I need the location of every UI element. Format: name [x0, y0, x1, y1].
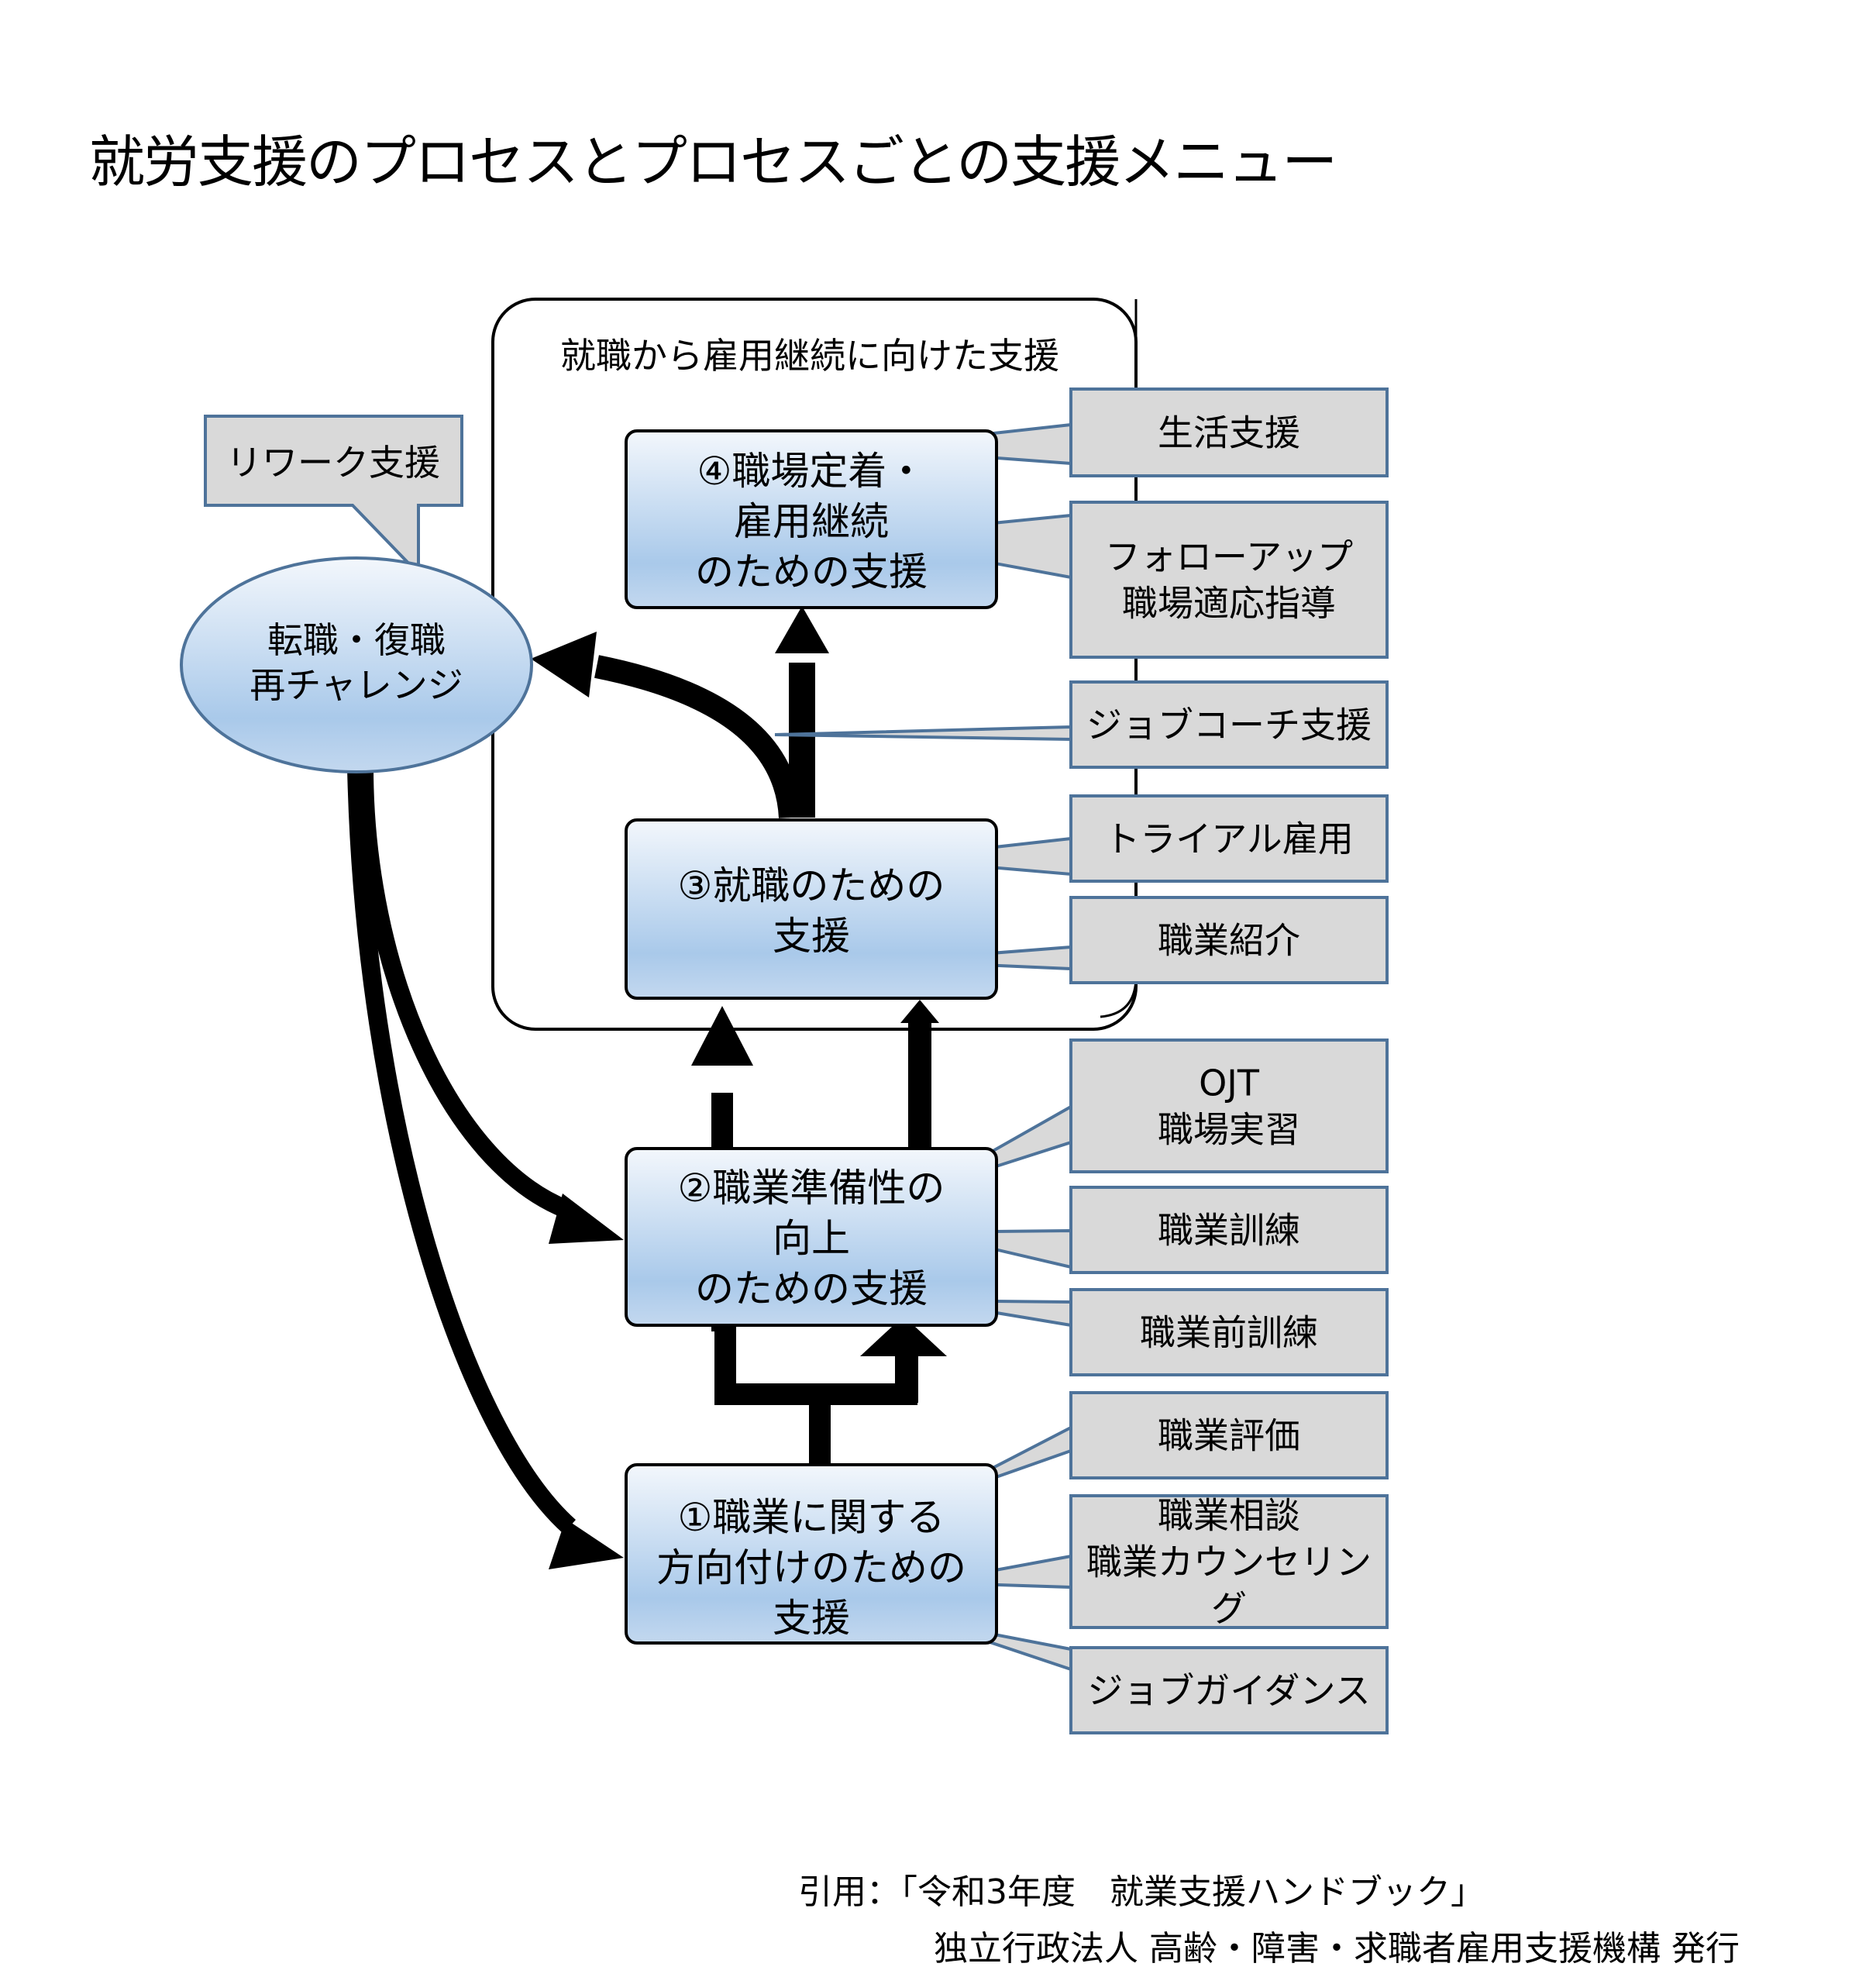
menu-box-seikatsu[interactable]: 生活支援: [1069, 388, 1389, 477]
arrow-p3-to-rework: [531, 632, 802, 819]
process-box-p4[interactable]: ④職場定着・ 雇用継続 のための支援: [625, 429, 998, 609]
flow-arrows: [347, 606, 947, 1569]
menu-label-line: 職業紹介: [1158, 920, 1300, 962]
menu-box-ojt[interactable]: OJT 職場実習: [1069, 1038, 1389, 1173]
menu-box-shape: [1069, 501, 1389, 659]
rework-group: リワーク支援 転職・復職 再チャレンジ: [180, 415, 533, 773]
process-p4-line1: ④職場定着・: [697, 449, 926, 494]
process-box-p3[interactable]: ③就職のための 支援: [625, 818, 998, 1000]
menu-label-line: ジョブコーチ支援: [1086, 704, 1372, 746]
process-box-p2[interactable]: ②職業準備性の 向上 のための支援: [625, 1147, 998, 1327]
menu-label-line: 生活支援: [1158, 412, 1300, 454]
menu-box-shape: [1069, 680, 1389, 769]
rework-callout-label: リワーク支援: [226, 442, 440, 484]
arrow-p1-to-p2-branch: [711, 1316, 947, 1470]
process-p3-line2: 支援: [773, 914, 850, 959]
menu-label-line: 職場実習: [1158, 1109, 1300, 1151]
menu-label-line: トライアル雇用: [1104, 818, 1354, 860]
support-menu-boxes: 生活支援フォローアップ職場適応指導ジョブコーチ支援トライアル雇用職業紹介OJT職…: [1069, 388, 1389, 1734]
process-p1-line3: 支援: [773, 1596, 850, 1641]
menu-box-shape: [1069, 1494, 1389, 1629]
menu-label-line: 職業カウンセリン: [1086, 1541, 1372, 1583]
menu-box-maekunren[interactable]: 職業前訓練: [1069, 1288, 1389, 1376]
menu-label-line: フォローアップ: [1105, 536, 1353, 578]
menu-box-shape: [1069, 896, 1389, 984]
menu-label-line: ジョブガイダンス: [1087, 1670, 1370, 1712]
pointer-jobcoach: [774, 725, 1072, 742]
process-p1-line2: 方向付けのための: [656, 1545, 966, 1590]
rework-ellipse[interactable]: [180, 556, 533, 773]
container-label: 就職から雇用継続に向けた支援: [560, 335, 1059, 377]
arrow-p2-to-p3-solid: [900, 1000, 939, 1149]
menu-box-kunren[interactable]: 職業訓練: [1069, 1186, 1389, 1274]
menu-label-line: 職業評価: [1158, 1415, 1300, 1457]
arrow-rework-to-p1: [347, 766, 624, 1569]
rework-callout-shape: [204, 415, 463, 577]
rework-ellipse-line1: 転職・復職: [267, 619, 446, 661]
process-p4-line2: 雇用継続: [734, 499, 889, 544]
menu-box-shape: [1069, 1288, 1389, 1376]
menu-box-trial[interactable]: トライアル雇用: [1069, 794, 1389, 883]
menu-label-line: OJT: [1199, 1063, 1260, 1104]
process-p2-line3: のための支援: [695, 1266, 928, 1311]
menu-label-line: グ: [1211, 1588, 1247, 1630]
process-p2-line2: 向上: [773, 1216, 850, 1261]
menu-label-line: 職業訓練: [1158, 1210, 1300, 1252]
menu-box-guidance[interactable]: ジョブガイダンス: [1069, 1646, 1389, 1734]
process-p2-line1: ②職業準備性の: [678, 1166, 945, 1211]
rework-ellipse-line2: 再チャレンジ: [250, 664, 463, 706]
arrow-p2-to-p3-dashed: [691, 1006, 753, 1147]
process-box-p1[interactable]: ①職業に関する 方向付けのための 支援: [625, 1463, 998, 1645]
process-p4-line3: のための支援: [695, 549, 928, 594]
menu-box-jobcoach[interactable]: ジョブコーチ支援: [1069, 680, 1389, 769]
menu-box-shokai[interactable]: 職業紹介: [1069, 896, 1389, 984]
menu-label-line: 職業相談: [1158, 1495, 1300, 1537]
process-p1-line1: ①職業に関する: [678, 1495, 945, 1540]
menu-box-shape: [1069, 1038, 1389, 1173]
menu-box-shape: [1069, 1186, 1389, 1274]
menu-box-shape: [1069, 794, 1389, 883]
menu-box-shape: [1069, 388, 1389, 477]
menu-box-shape: [1069, 1391, 1389, 1479]
menu-box-shape: [1069, 1646, 1389, 1734]
menu-label-line: 職場適応指導: [1122, 583, 1336, 625]
menu-label-line: 職業前訓練: [1140, 1312, 1318, 1354]
credit-line-1: 引用：「令和3年度 就業支援ハンドブック」: [798, 1872, 1485, 1912]
page-title: 就労支援のプロセスとプロセスごとの支援メニュー: [89, 129, 1337, 195]
process-p3-line1: ③就職のための: [678, 863, 945, 908]
process-boxes: ④職場定着・ 雇用継続 のための支援 ③就職のための 支援 ②職業準備性の 向上…: [625, 429, 998, 1645]
menu-box-hyoka[interactable]: 職業評価: [1069, 1391, 1389, 1479]
credit-line-2: 独立行政法人 高齢・障害・求職者雇用支援機構 発行: [934, 1929, 1740, 1968]
